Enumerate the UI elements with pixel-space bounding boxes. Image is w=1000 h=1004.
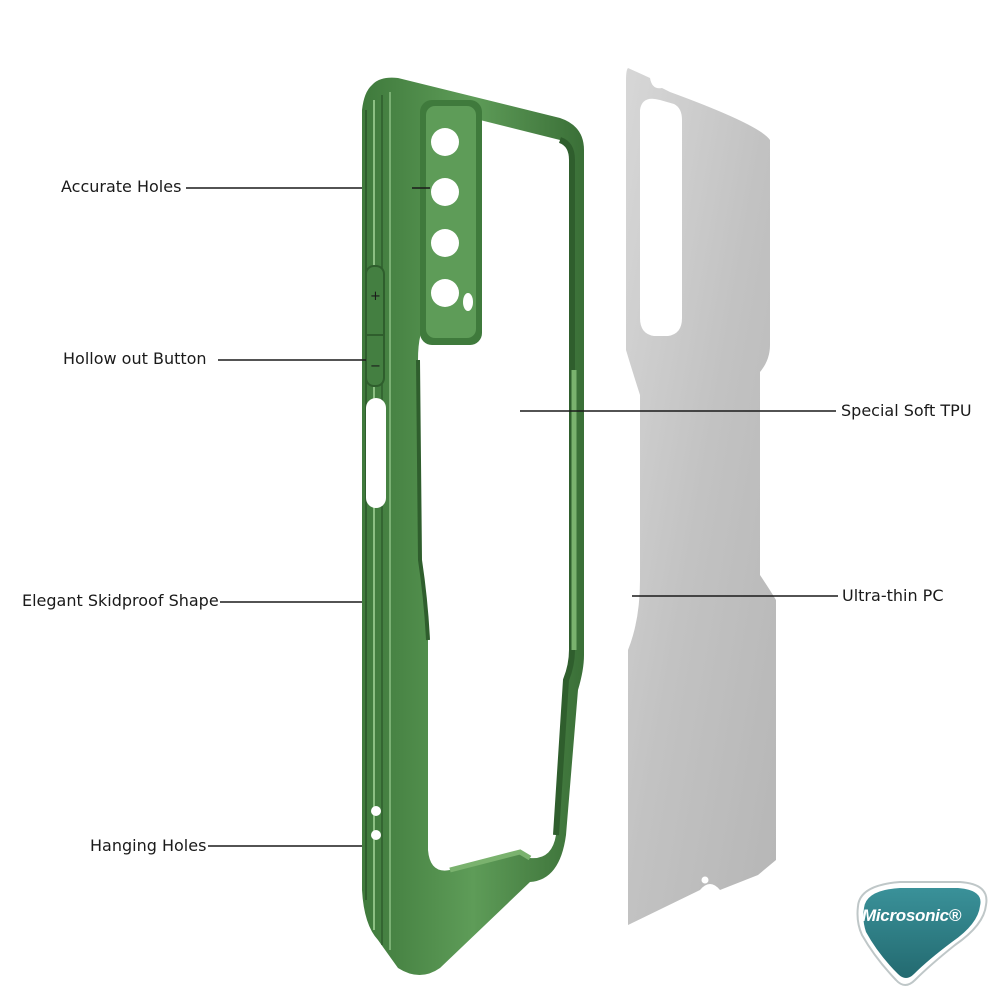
camera-hole-3 [431, 229, 459, 257]
pc-plate [626, 68, 776, 925]
callout-hanging-holes: Hanging Holes [90, 836, 207, 855]
callout-lines [186, 187, 838, 847]
svg-text:−: − [370, 359, 381, 374]
camera-module [420, 100, 482, 345]
callout-accurate-holes: Accurate Holes [61, 177, 182, 196]
callout-hollow-out-button: Hollow out Button [63, 349, 207, 368]
hanging-holes [371, 806, 381, 840]
flash-hole [463, 293, 473, 311]
camera-hole-4 [431, 279, 459, 307]
side-port [366, 398, 386, 508]
camera-hole-2 [431, 178, 459, 206]
brand-logo-text: Microsonic® [862, 906, 961, 925]
callout-elegant-skidproof-shape: Elegant Skidproof Shape [22, 591, 219, 610]
camera-hole-1 [431, 128, 459, 156]
side-buttons: + − [365, 265, 386, 508]
svg-text:+: + [370, 289, 381, 304]
callout-special-soft-tpu: Special Soft TPU [841, 401, 972, 420]
microsonic-logo [856, 881, 988, 986]
callout-ultra-thin-pc: Ultra-thin PC [842, 586, 944, 605]
